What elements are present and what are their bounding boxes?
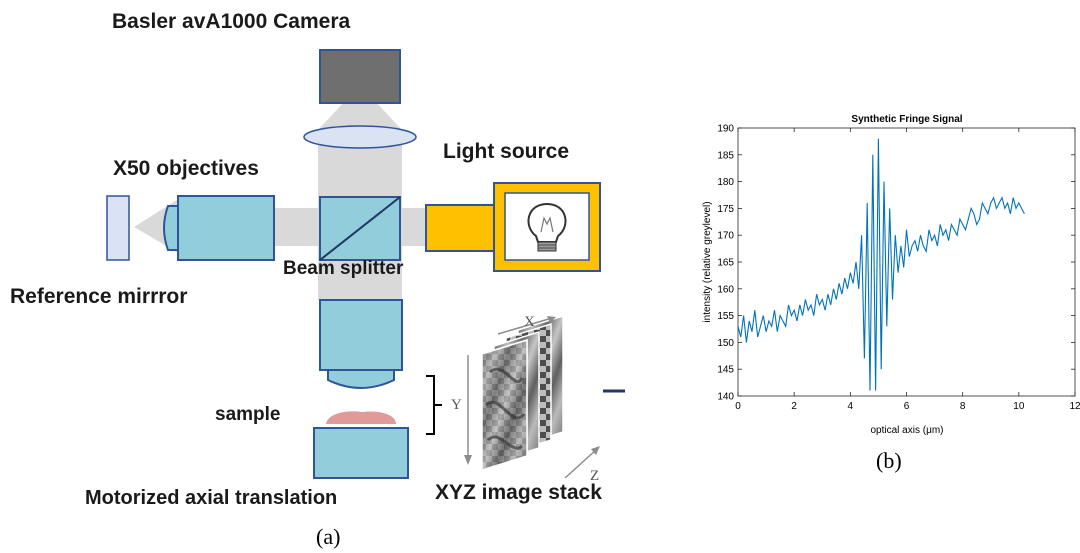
axis-y-label: Y [451,397,462,413]
plot-area [737,127,1076,397]
reference-mirror-label: Reference mirrror [10,285,188,308]
caption-b: (b) [876,448,902,473]
camera [319,49,401,104]
x-axis-label: optical axis (μm) [871,425,944,436]
y-tick-label: 140 [717,392,734,403]
sample-label: sample [215,404,281,425]
reference-mirror [106,195,130,261]
chart-title: Synthetic Fringe Signal [851,114,962,125]
reference-objective-body [177,195,275,261]
light-source-label: Light source [443,140,570,163]
camera-label: Basler avA1000 Camera [112,10,351,33]
light-bulb-icon [527,202,567,252]
x-tick-label: 6 [904,401,910,412]
y-tick-label: 145 [717,365,734,376]
beam-splitter-diagonal [319,196,401,261]
optical-setup-diagram [106,49,625,479]
motorized-label: Motorized axial translation [85,487,338,509]
x-tick-label: 10 [1013,401,1025,412]
y-tick-label: 150 [717,338,734,349]
y-tick-label: 175 [717,204,734,215]
y-tick-label: 165 [717,258,734,269]
beam-arrow-up [318,85,402,130]
y-tick-label: 170 [717,231,734,242]
signal-line [737,138,1025,391]
y-axis-label: intensity (relative greylevel) [702,201,713,322]
x-tick-label: 2 [791,401,797,412]
x-tick-label: 8 [960,401,966,412]
objectives-label: X50 objectives [113,157,259,180]
motorized-stage [313,427,409,479]
y-tick-label: 190 [717,124,734,135]
x-tick-label: 4 [848,401,854,412]
y-tick-label: 185 [717,150,734,161]
y-tick-label: 160 [717,284,734,295]
sample-objective-tip [327,369,395,389]
y-axis-arrow [464,355,472,465]
x-tick-label: 0 [735,401,741,412]
x-tick-label: 12 [1069,401,1080,412]
y-tick-label: 180 [717,177,734,188]
reference-objective-tip [163,205,179,251]
z-axis-arrow [564,446,600,479]
tube-lens [303,125,417,149]
light-source-coupler [425,204,495,252]
image-stack-icon [481,314,564,472]
sample [326,411,396,424]
y-tick-label: 155 [717,311,734,322]
axis-z-label: Z [590,468,600,484]
beam-splitter-label: Beam splitter [283,258,404,279]
z-scan-bracket [426,375,442,435]
stack-label: XYZ image stack [435,481,602,504]
sample-objective-body [319,299,403,371]
axis-x-label: X [524,314,535,330]
fringe-signal-chart: Synthetic Fringe Signal 140 145 150 155 160 1… [702,114,1080,436]
caption-a: (a) [316,524,341,549]
x-axis-arrow [497,316,556,335]
